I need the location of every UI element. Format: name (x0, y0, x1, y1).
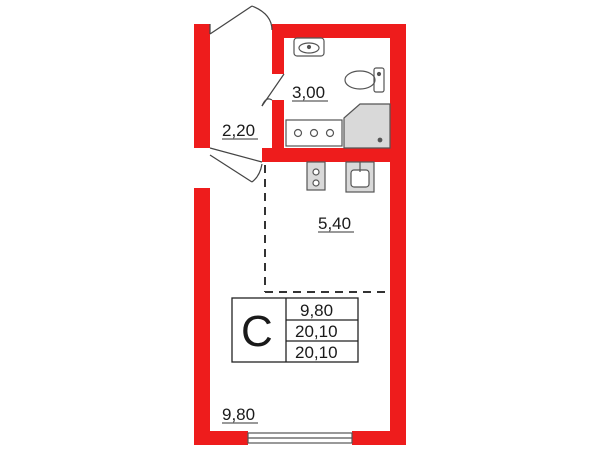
bottom-wall-right (352, 431, 406, 445)
bathroom-left-wall-lower (272, 100, 284, 162)
washbasin-icon (293, 37, 325, 57)
entrance-door (209, 5, 273, 35)
kitchen-zone-boundary (264, 165, 390, 293)
living-area-label: 9,80 (222, 405, 255, 424)
bathroom-left-wall-upper (272, 24, 284, 74)
bathroom-door (261, 73, 285, 107)
cooktop-icon (285, 119, 343, 147)
sink-icon (345, 161, 375, 193)
corridor-area-label: 2,20 (222, 121, 255, 140)
area-summary-table (231, 297, 359, 363)
walls (194, 24, 406, 445)
left-wall-upper (194, 24, 210, 148)
room-door (209, 147, 263, 183)
bottom-wall-left (194, 431, 248, 445)
toilet-icon (344, 67, 385, 93)
bathroom-top-wall (272, 24, 406, 38)
summary-living-area: 9,80 (300, 301, 333, 320)
kitchen-area-label: 5,40 (318, 214, 351, 233)
left-wall-lower (194, 188, 210, 445)
right-wall (390, 24, 406, 445)
apartment-type-letter: С (241, 307, 273, 356)
window (247, 432, 353, 444)
bathroom-area-label: 3,00 (292, 83, 325, 102)
shower-tray-icon (343, 103, 391, 149)
summary-total-area: 20,10 (295, 322, 338, 341)
bathroom-bottom-wall (262, 148, 406, 162)
stove-icon (306, 161, 326, 191)
summary-total-area-with-balcony: 20,10 (295, 343, 338, 362)
